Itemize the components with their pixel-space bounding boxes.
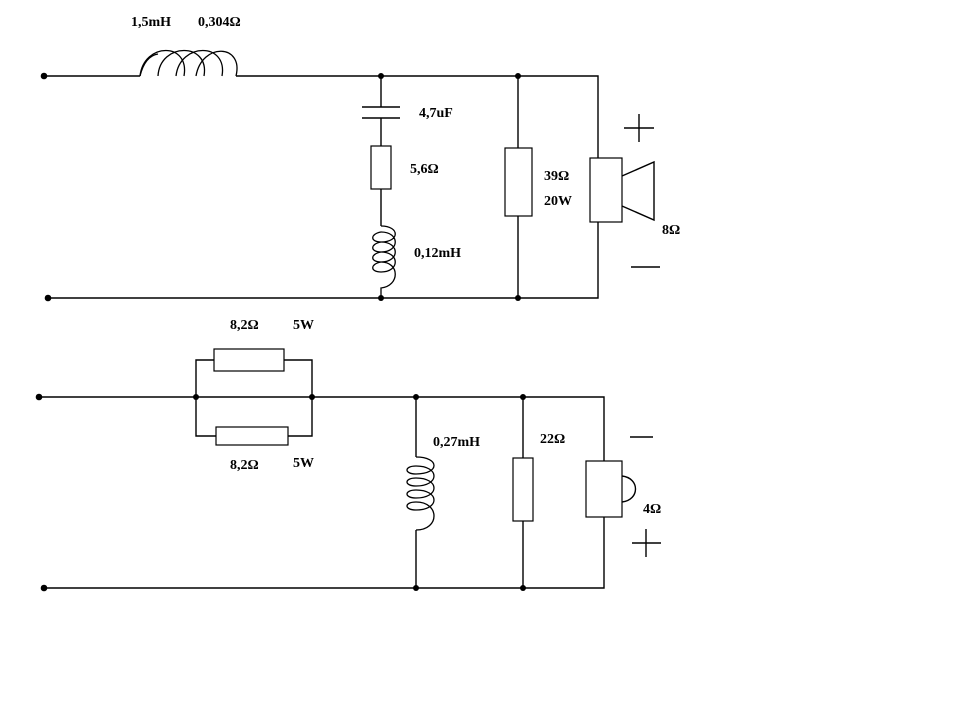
label-39ohm: 39Ω [544, 169, 569, 184]
bottom-junction [520, 394, 526, 400]
label-22ohm: 22Ω [540, 432, 565, 447]
bottom-junction [309, 394, 315, 400]
top-junction [515, 73, 521, 79]
parallel-resistor-right-rail [284, 359, 313, 437]
label-8ohm: 8Ω [662, 223, 680, 238]
capacitor-4-7uf [362, 106, 400, 119]
top-plus-sign [624, 114, 654, 142]
bottom-main-wire [312, 396, 605, 461]
label-8-2ohm-top: 8,2Ω [230, 318, 259, 333]
label-8-2ohm-bottom: 8,2Ω [230, 458, 259, 473]
top-return-wire [48, 222, 599, 299]
top-input-terminal [40, 72, 48, 80]
speaker-8ohm-icon [589, 157, 655, 223]
resistor-5-6ohm [370, 145, 392, 190]
bottom-circuit: 8,2Ω 5W 8,2Ω 5W 0,27mH 22Ω 4Ω [35, 318, 661, 592]
bottom-ground-terminal [40, 584, 48, 592]
resistor-22ohm [512, 457, 534, 522]
label-1-5mh: 1,5mH [131, 15, 171, 30]
label-20w: 20W [544, 194, 572, 209]
label-0-27mh: 0,27mH [433, 435, 480, 450]
top-junction [378, 295, 384, 301]
label-0-304ohm: 0,304Ω [198, 15, 241, 30]
label-5w-top: 5W [293, 318, 314, 333]
label-4-7uf: 4,7uF [419, 106, 453, 121]
resistor-39ohm [504, 147, 533, 217]
label-5w-bottom: 5W [293, 456, 314, 471]
inductor-0-12mh [372, 225, 396, 298]
bottom-plus-sign [632, 529, 661, 557]
top-junction [378, 73, 384, 79]
bottom-junction [520, 585, 526, 591]
resistor-8-2ohm-top [213, 348, 285, 372]
bottom-return-wire [44, 517, 605, 589]
top-main-wire [236, 75, 599, 158]
top-ground-terminal [44, 294, 52, 302]
inductor-0-27mh [406, 456, 435, 531]
top-circuit: 1,5mH 0,304Ω 4,7uF 5,6Ω 0,12mH 39Ω 20W 8… [40, 15, 680, 302]
bottom-input-terminal [35, 393, 43, 401]
bottom-junction [413, 394, 419, 400]
series-inductor-1-5mh [139, 50, 238, 77]
speaker-4ohm-icon [585, 460, 637, 518]
resistor-8-2ohm-bottom [215, 426, 289, 446]
top-junction [515, 295, 521, 301]
bottom-junction [193, 394, 199, 400]
parallel-resistor-left-rail [195, 359, 216, 437]
label-4ohm: 4Ω [643, 502, 661, 517]
bottom-junction [413, 585, 419, 591]
label-5-6ohm: 5,6Ω [410, 162, 439, 177]
label-0-12mh: 0,12mH [414, 246, 461, 261]
